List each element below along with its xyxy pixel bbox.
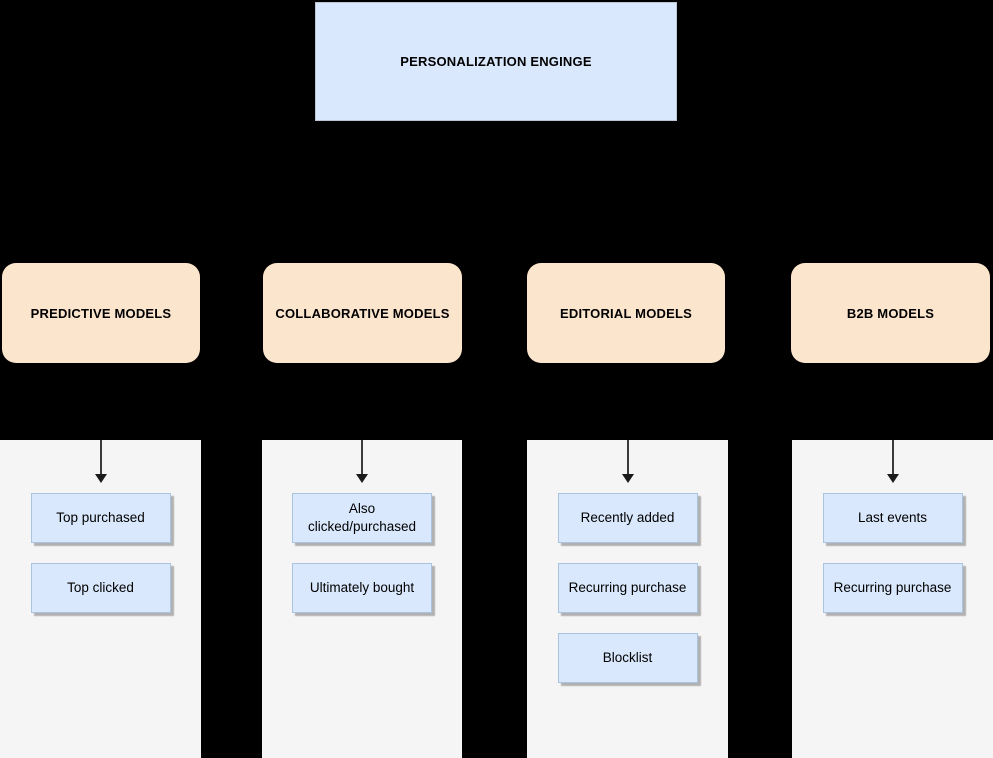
arrow-head xyxy=(621,474,634,483)
arrow-line xyxy=(626,440,629,475)
model-node-label: Blocklist xyxy=(602,650,653,666)
model-node-label: Ultimately bought xyxy=(309,580,415,596)
model-node-label: Last events xyxy=(857,510,928,526)
down-arrow-icon xyxy=(94,440,107,483)
arrow-head xyxy=(356,474,368,483)
branch-label: PREDICTIVE MODELS xyxy=(30,305,172,321)
arrow-line xyxy=(891,440,894,475)
model-node-recurring-purchase: Recurring purchase xyxy=(822,563,963,613)
branch-node-predictive-models: PREDICTIVE MODELS xyxy=(2,263,200,363)
model-node-blocklist: Blocklist xyxy=(557,633,698,683)
model-node-label: Also clicked/purchased xyxy=(307,501,417,534)
model-node-top-purchased: Top purchased xyxy=(30,493,171,543)
model-node-label: Recently added xyxy=(580,510,675,526)
branch-node-b2b-models: B2B MODELS xyxy=(791,263,990,363)
branch-label: B2B MODELS xyxy=(846,305,935,321)
panel-collaborative-models: Also clicked/purchased Ultimately bought xyxy=(262,440,462,758)
arrow-head xyxy=(886,474,899,483)
root-node-title: PERSONALIZATION ENGINGE xyxy=(400,54,592,69)
down-arrow-icon xyxy=(886,440,899,483)
branch-label: COLLABORATIVE MODELS xyxy=(275,305,450,321)
branch-node-collaborative-models: COLLABORATIVE MODELS xyxy=(263,263,462,363)
down-arrow-icon xyxy=(621,440,634,483)
model-node-also-clicked-purchased: Also clicked/purchased xyxy=(292,493,432,543)
panel-editorial-models: Recently added Recurring purchase Blockl… xyxy=(527,440,728,758)
panel-predictive-models: Top purchased Top clicked xyxy=(0,440,201,758)
model-node-top-clicked: Top clicked xyxy=(30,563,171,613)
model-node-label: Top clicked xyxy=(67,580,134,596)
model-node-recurring-purchase: Recurring purchase xyxy=(557,563,698,613)
down-arrow-icon xyxy=(356,440,368,483)
model-node-label: Recurring purchase xyxy=(568,580,687,596)
branch-label: EDITORIAL MODELS xyxy=(559,305,692,321)
arrow-head xyxy=(94,474,107,483)
panel-b2b-models: Last events Recurring purchase xyxy=(792,440,993,758)
model-node-last-events: Last events xyxy=(822,493,963,543)
branch-node-editorial-models: EDITORIAL MODELS xyxy=(527,263,725,363)
arrow-line xyxy=(361,440,363,475)
model-node-ultimately-bought: Ultimately bought xyxy=(292,563,432,613)
model-node-recently-added: Recently added xyxy=(557,493,698,543)
model-node-label: Top purchased xyxy=(56,510,145,526)
model-node-label: Recurring purchase xyxy=(833,580,952,596)
root-node-personalization-engine: PERSONALIZATION ENGINGE xyxy=(315,2,677,121)
arrow-line xyxy=(99,440,102,475)
